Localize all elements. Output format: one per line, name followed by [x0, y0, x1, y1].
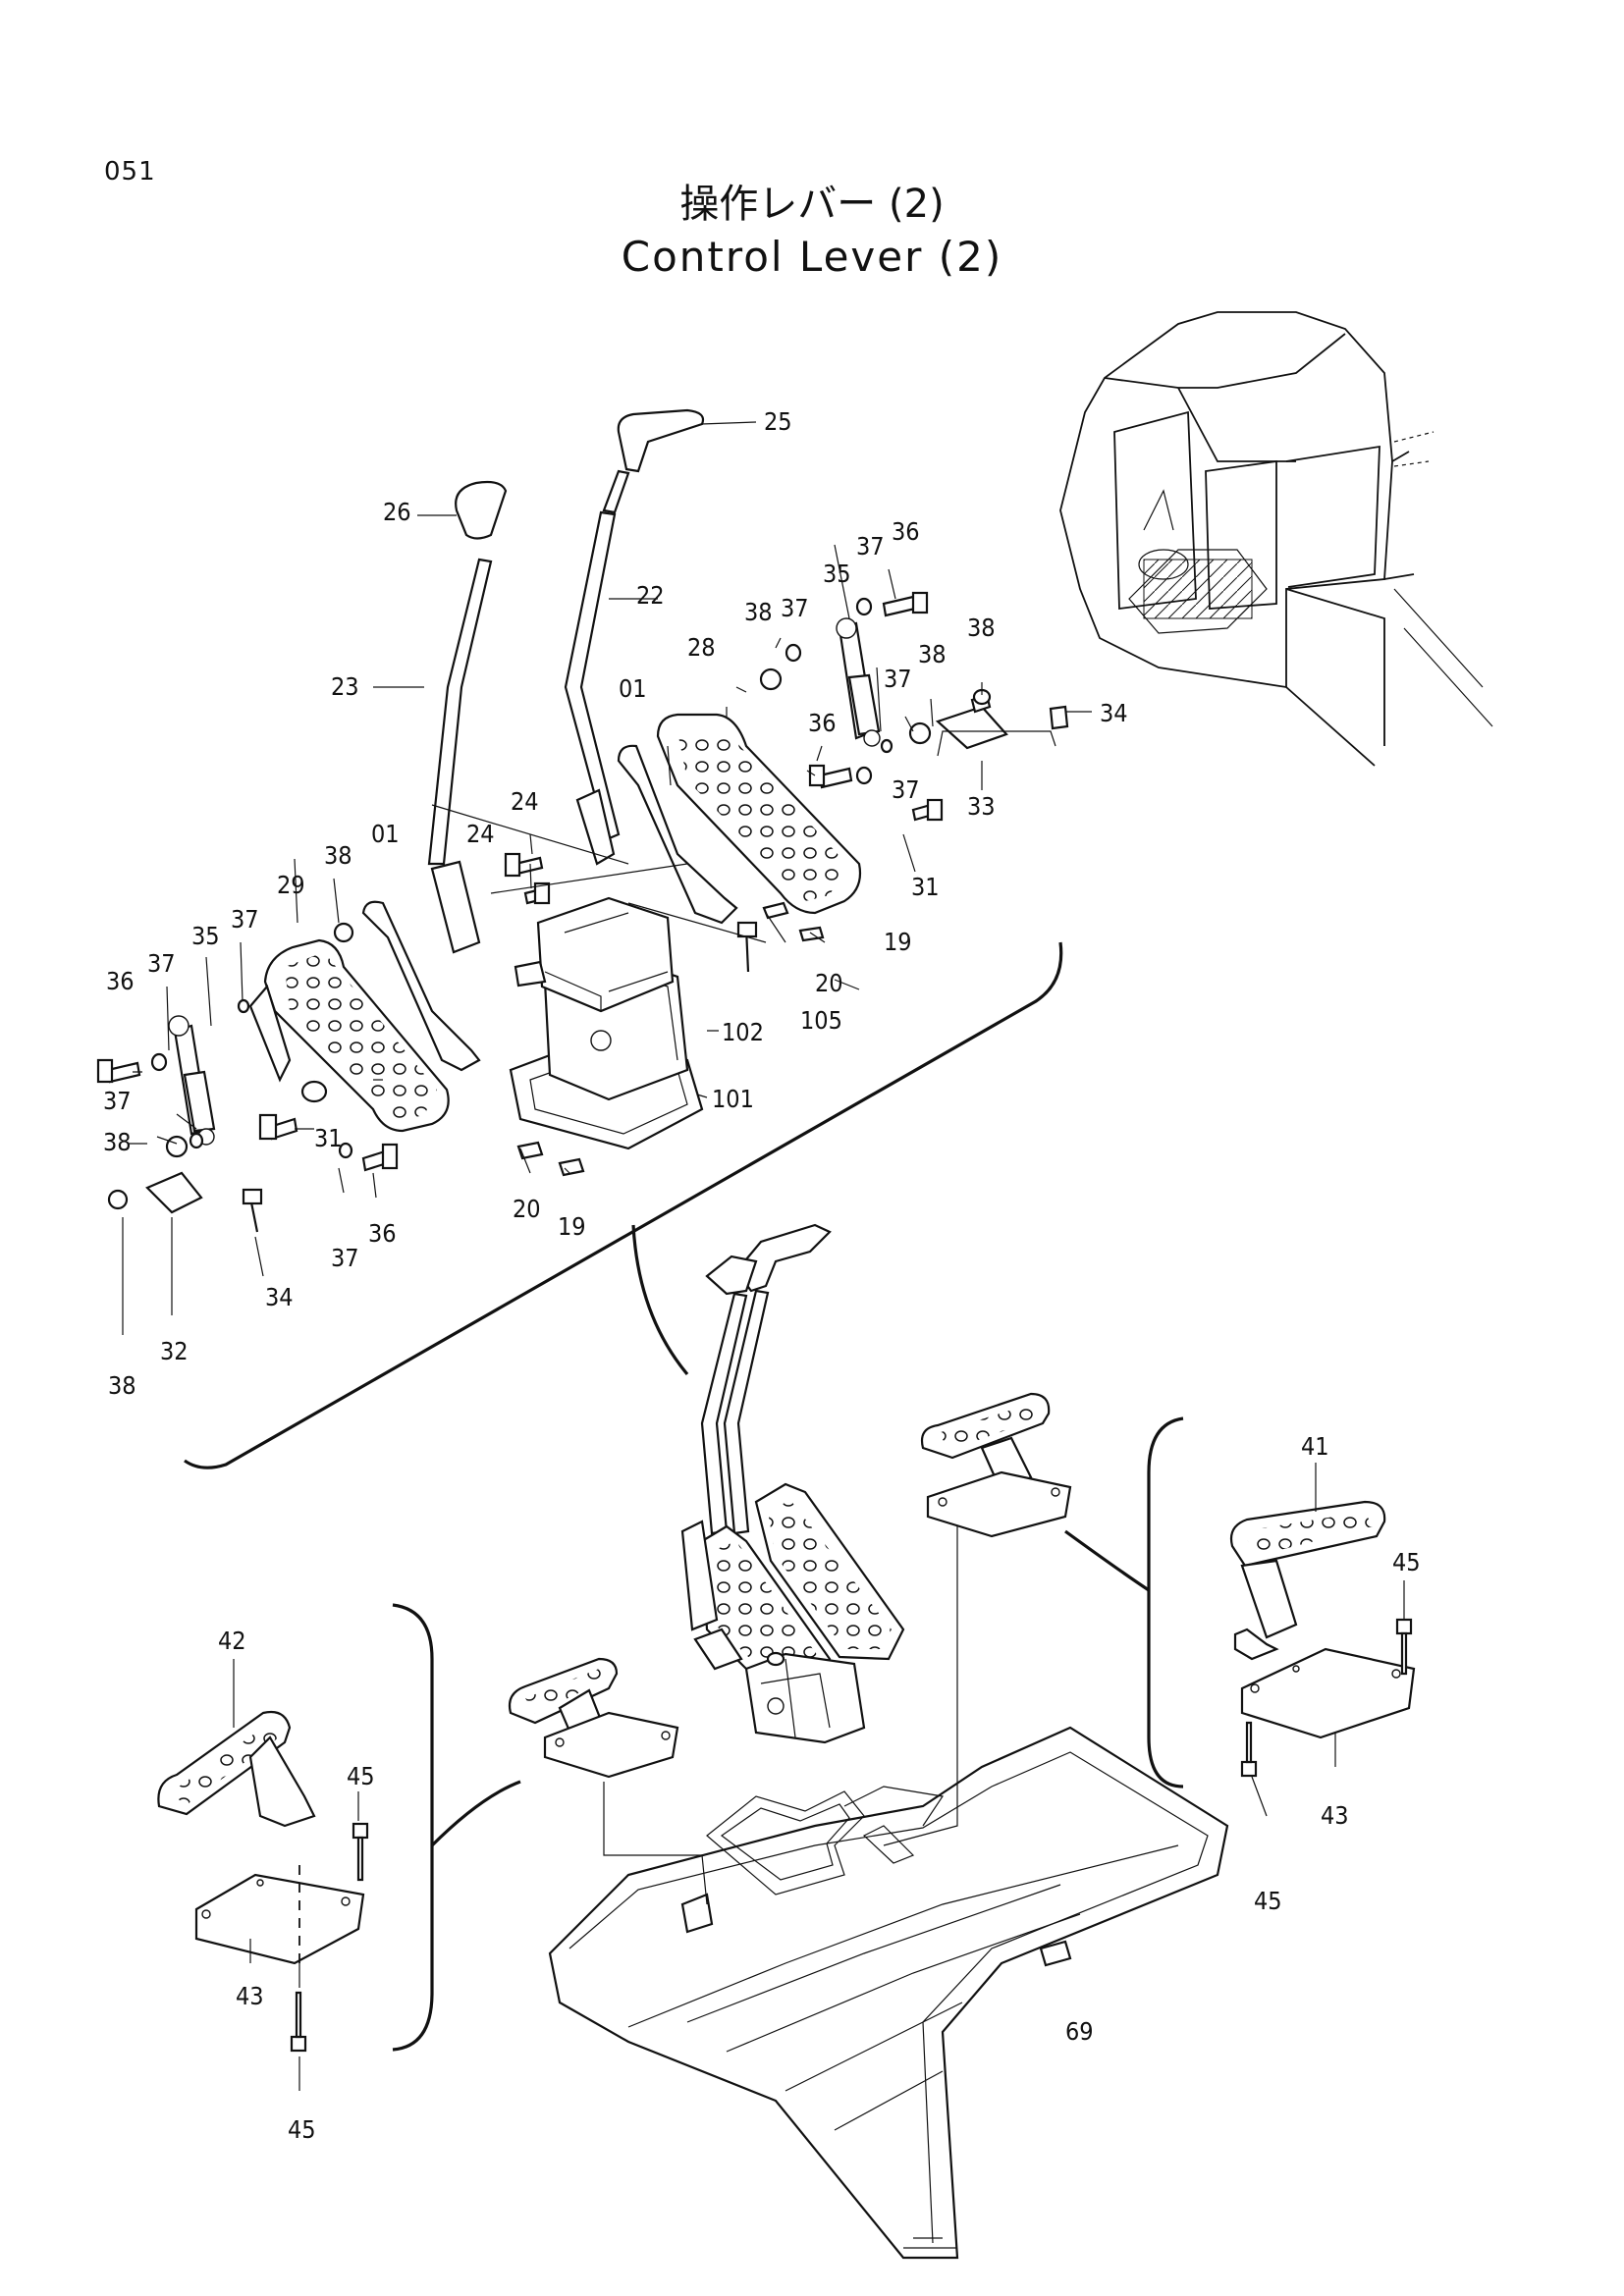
- callout-26: 26: [383, 498, 411, 526]
- page-number: 051: [104, 157, 156, 187]
- callout-34: 34: [265, 1283, 294, 1311]
- callout-42: 42: [218, 1627, 246, 1655]
- pedal-icon: [248, 713, 862, 1133]
- pedal-icon: [920, 1392, 1072, 1538]
- callout-37: 37: [103, 1087, 132, 1115]
- callout-labels: 25 26 22 23 35 37 36 37 38 28 38 38 37 0…: [103, 407, 1421, 2144]
- valve-icon: [509, 896, 704, 1150]
- callout-45: 45: [1392, 1548, 1421, 1576]
- callout-20: 20: [513, 1195, 541, 1223]
- callout-45: 45: [288, 2115, 316, 2144]
- callout-36: 36: [368, 1219, 397, 1248]
- callout-43: 43: [236, 1982, 264, 2010]
- callout-37: 37: [781, 594, 809, 622]
- callout-45: 45: [347, 1762, 375, 1790]
- callout-34: 34: [1100, 699, 1128, 727]
- callout-37: 37: [147, 949, 176, 978]
- bolt-icon: [290, 1822, 369, 2053]
- callout-36: 36: [892, 517, 920, 546]
- callout-37: 37: [331, 1244, 359, 1272]
- bolt-icon: [1240, 1618, 1413, 1778]
- callout-37: 37: [884, 665, 912, 693]
- pedal-icon: [157, 1710, 365, 1965]
- callout-29: 29: [277, 871, 305, 899]
- callout-102: 102: [722, 1018, 764, 1046]
- callout-105: 105: [800, 1006, 842, 1035]
- callout-25: 25: [764, 407, 792, 436]
- lever-icon: [361, 408, 738, 1072]
- title-japanese: 操作レバー (2): [679, 182, 945, 227]
- callout-37: 37: [231, 905, 259, 934]
- callout-36: 36: [808, 709, 837, 737]
- callout-24: 24: [466, 820, 495, 848]
- valve-icon: [744, 1652, 866, 1744]
- callout-38: 38: [918, 640, 947, 668]
- floor-plate-icon: [548, 1726, 1229, 2260]
- callout-38: 38: [744, 598, 773, 626]
- lever-icon: [700, 1223, 832, 1535]
- title-english: Control Lever (2): [621, 233, 1003, 281]
- cab-icon: [1059, 311, 1493, 767]
- callout-38: 38: [324, 841, 352, 870]
- callout-101: 101: [712, 1085, 754, 1113]
- callout-01: 01: [371, 820, 400, 848]
- callout-19: 19: [558, 1212, 586, 1241]
- callout-35: 35: [823, 560, 851, 588]
- callout-01: 01: [619, 674, 647, 703]
- callout-33: 33: [967, 792, 996, 821]
- bolt-icon: [96, 591, 1069, 1233]
- callout-41: 41: [1301, 1432, 1329, 1461]
- callout-35: 35: [191, 922, 220, 950]
- callout-45: 45: [1254, 1887, 1282, 1915]
- callout-37: 37: [856, 532, 885, 561]
- callout-31: 31: [911, 873, 940, 901]
- callout-36: 36: [106, 967, 135, 995]
- callout-38: 38: [108, 1371, 136, 1400]
- pedal-icon: [508, 1657, 679, 1779]
- callout-22: 22: [636, 581, 665, 610]
- callout-43: 43: [1321, 1801, 1349, 1830]
- callout-28: 28: [687, 633, 716, 662]
- callout-69: 69: [1065, 2017, 1094, 2046]
- pedal-icon: [1229, 1500, 1416, 1739]
- callout-20: 20: [815, 969, 843, 997]
- callout-32: 32: [160, 1337, 189, 1365]
- callout-24: 24: [511, 787, 539, 816]
- callout-38: 38: [103, 1128, 132, 1156]
- callout-31: 31: [314, 1124, 343, 1152]
- callout-37: 37: [892, 775, 920, 804]
- callout-23: 23: [331, 672, 359, 701]
- damper-icon: [168, 617, 881, 1146]
- callout-38: 38: [967, 614, 996, 642]
- callout-19: 19: [884, 928, 912, 956]
